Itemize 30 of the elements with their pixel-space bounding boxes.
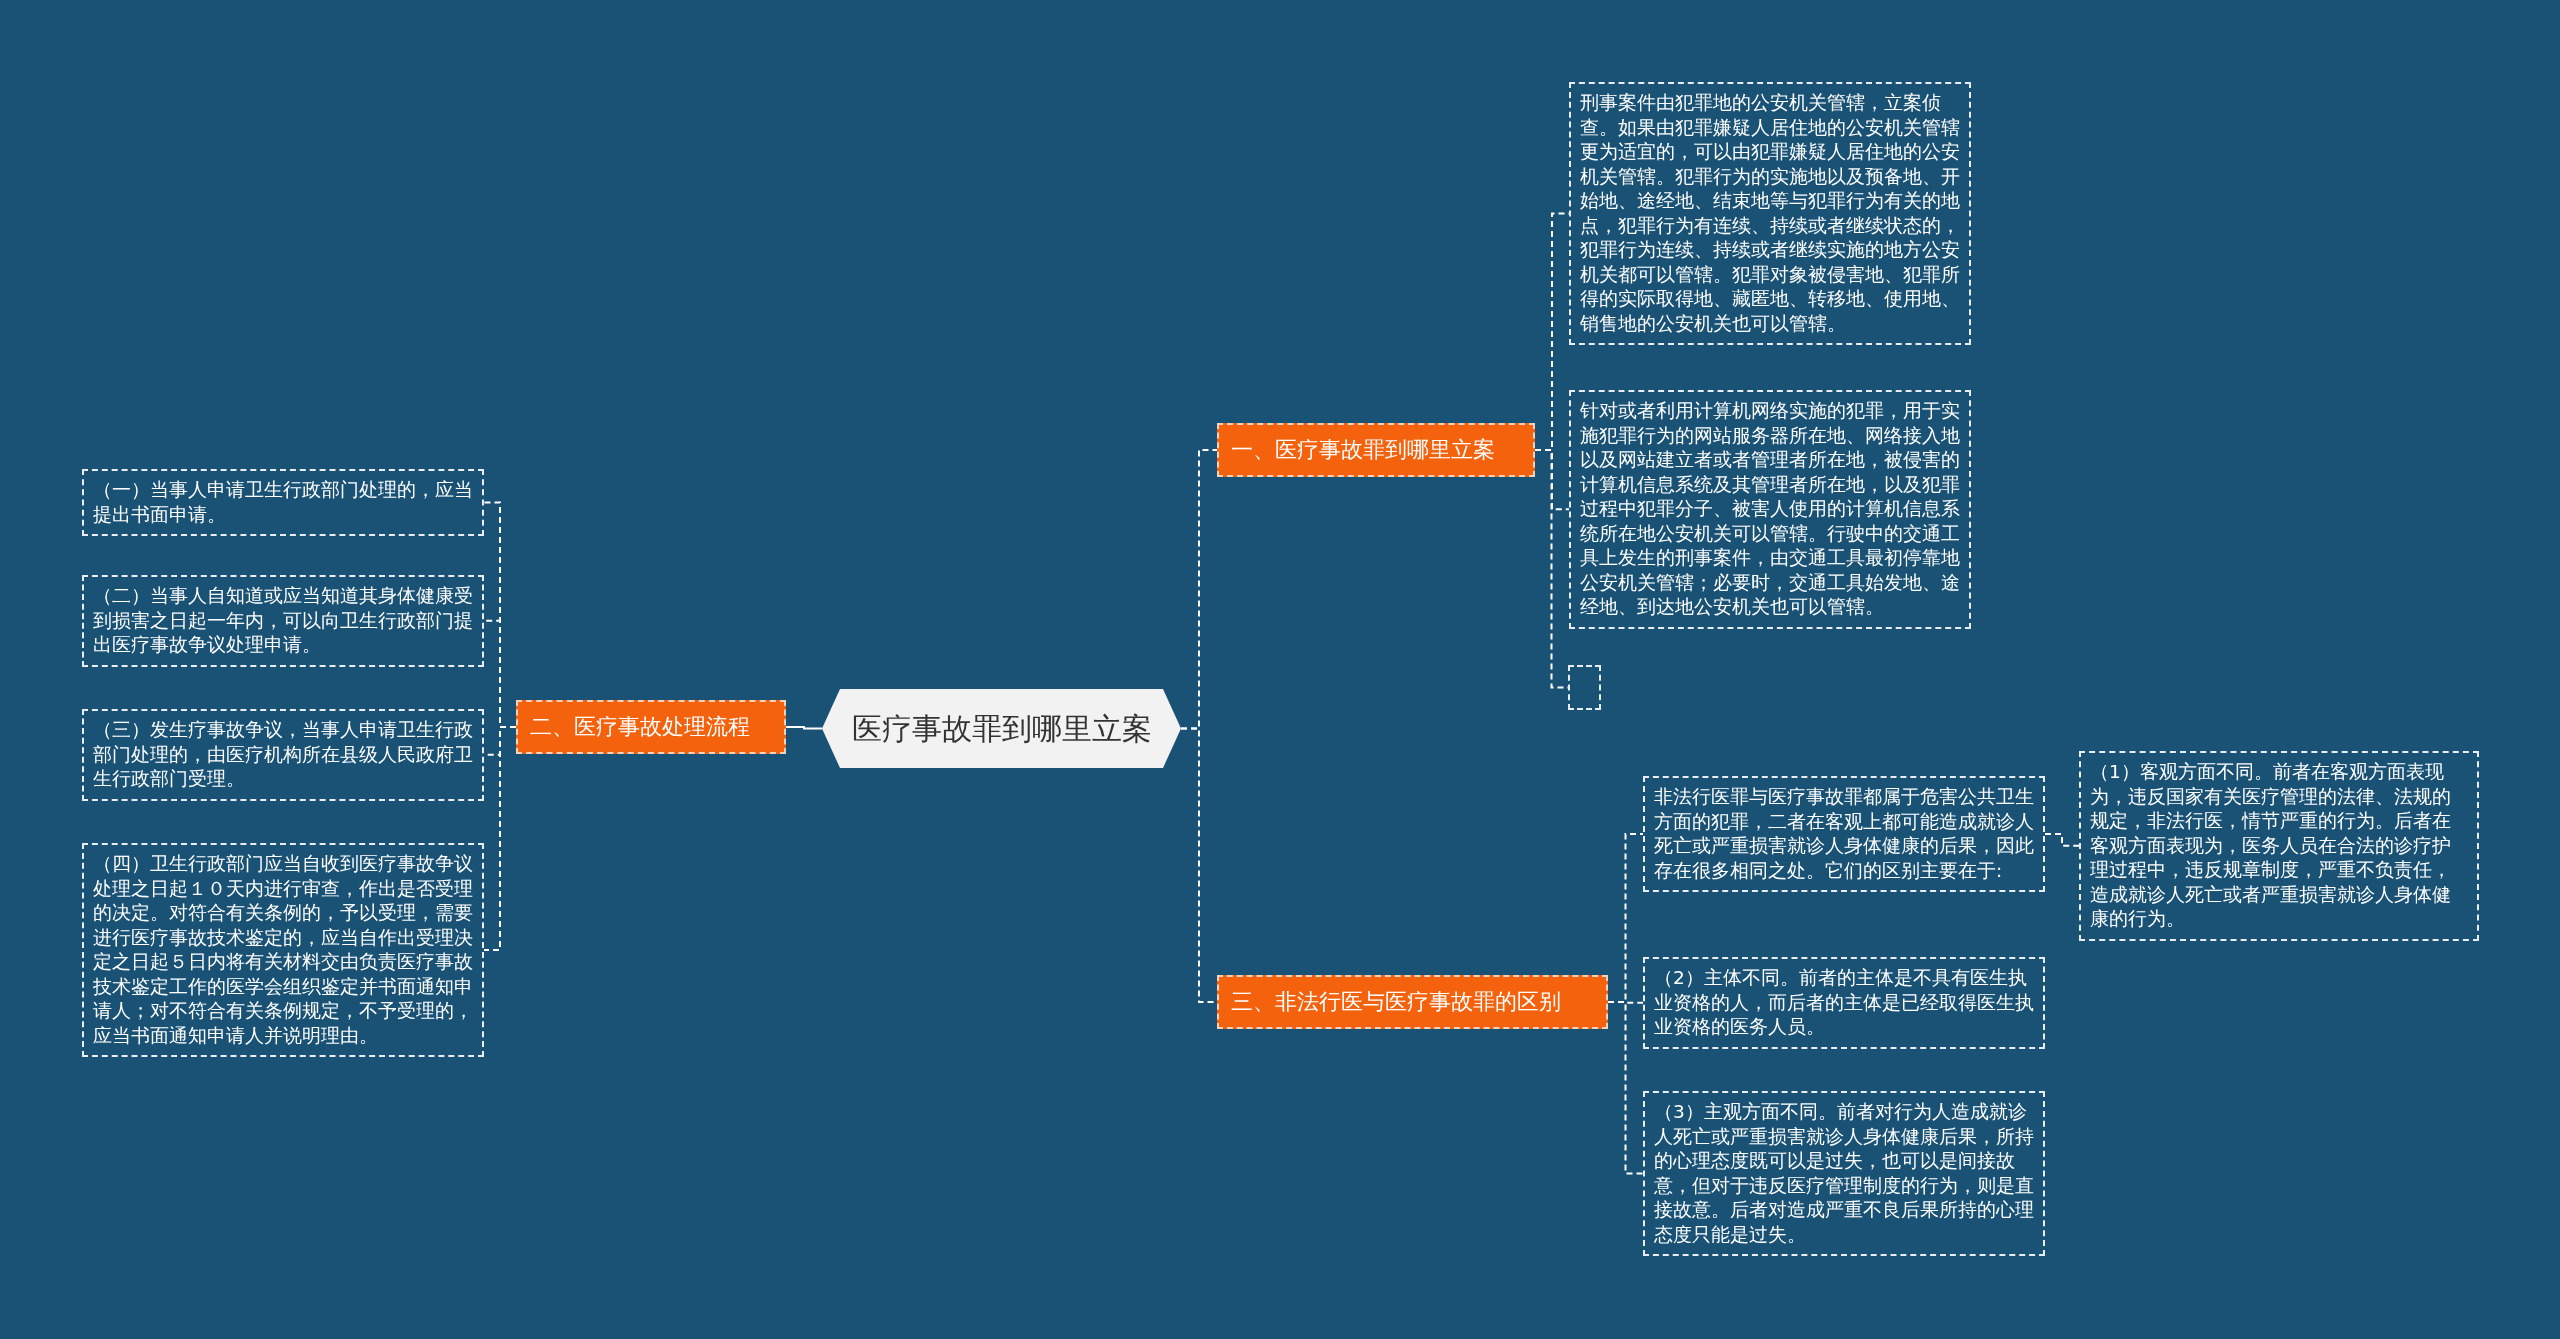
topic-text: 二、医疗事故处理流程 bbox=[530, 714, 750, 739]
note-box bbox=[82, 575, 484, 667]
topic-box bbox=[1217, 423, 1535, 477]
note-box bbox=[2079, 751, 2479, 941]
note-box bbox=[82, 469, 484, 536]
topic-box bbox=[1217, 975, 1608, 1029]
central-topic-box bbox=[822, 689, 1181, 768]
connector-line bbox=[2044, 833, 2080, 847]
note-box bbox=[1643, 957, 2045, 1049]
topic-text: 一、医疗事故罪到哪里立案 bbox=[1231, 437, 1495, 462]
note-text: （二）当事人自知道或应当知道其身体健康受到损害之日起一年内，可以向卫生行政部门提出医疗事故争议处理申请。 bbox=[93, 585, 473, 655]
note-text: （一）当事人申请卫生行政部门处理的，应当提出书面申请。 bbox=[93, 479, 473, 525]
connector-line bbox=[785, 726, 823, 730]
note-box bbox=[1643, 776, 2045, 892]
note-text: 非法行医罪与医疗事故罪都属于危害公共卫生方面的犯罪，二者在客观上都可能造成就诊人死亡或严重损害就诊人身体健康的后果，因此存在很多相同之处。它们的区别主要在于: bbox=[1654, 786, 2034, 881]
topic-box bbox=[516, 700, 786, 754]
topic-text: 三、非法行医与医疗事故罪的区别 bbox=[1231, 989, 1561, 1014]
note-text: 针对或者利用计算机网络实施的犯罪，用于实施犯罪行为的网站服务器所在地、网络接入地以及网站建立者或者管理者所在地，被侵害的计算机信息系统及其管理者所在地，以及犯罪过程中犯罪分子、被害人使用的计算机信息系统所在地公安机关可以管辖。行驶中的交通工具上发生的刑事案件，由交通工具最初停靠地公安机关管辖；必要时，交通工具始发地、途经地、到达地公安机关也可以管辖。 bbox=[1580, 400, 1960, 617]
note-text: （四）卫生行政部门应当自收到医疗事故争议处理之日起１０天内进行审查，作出是否受理的决定。对符合有关条例的，予以受理，需要进行医疗事故技术鉴定的，应当自作出受理决定之日起５日内将有关材料交由负责医疗事故技术鉴定工作的医学会组织鉴定并书面通知申请人；对不符合有关条例规定，不予受理的，应当书面通知申请人并说明理由。 bbox=[93, 853, 473, 1046]
note-box bbox=[1643, 1091, 2045, 1256]
note-text: （1）客观方面不同。前者在客观方面表现为，违反国家有关医疗管理的法律、法规的规定，非法行医，情节严重的行为。后者在客观方面表现为，医务人员在合法的诊疗护理过程中，违反规章制度，严重不负责任，造成就诊人死亡或者严重损害就诊人身体健康的行为。 bbox=[2090, 761, 2451, 929]
note-text: （3）主观方面不同。前者对行为人造成就诊人死亡或严重损害就诊人身体健康后果，所持的心理态度既可以是过失，也可以是间接故意，但对于违反医疗管理制度的行为，则是直接故意。后者对造成严重不良后果所持的心理态度只能是过失。 bbox=[1654, 1101, 2034, 1245]
connector-line bbox=[483, 726, 517, 951]
note-text: 刑事案件由犯罪地的公安机关管辖，立案侦查。如果由犯罪嫌疑人居住地的公安机关管辖更为适宜的，可以由犯罪嫌疑人居住地的公安机关管辖。犯罪行为的实施地以及预备地、开始地、途经地、结束地等与犯罪行为有关的地点，犯罪行为有连续、持续或者继续状态的，犯罪行为连续、持续或者继续实施的地方公安机关都可以管辖。犯罪对象被侵害地、犯罪所得的实际取得地、藏匿地、转移地、使用地、销售地的公安机关也可以管辖。 bbox=[1580, 92, 1960, 334]
topic-text: 医疗事故罪到哪里立案 bbox=[851, 711, 1152, 746]
empty-box bbox=[1568, 665, 1601, 710]
note-text: （三）发生疗事故争议，当事人申请卫生行政部门处理的，由医疗机构所在县级人民政府卫生行政部门受理。 bbox=[93, 719, 473, 789]
note-text: （2）主体不同。前者的主体是不具有医生执业资格的人，而后者的主体是已经取得医生执业资格的医务人员。 bbox=[1654, 967, 2034, 1037]
note-box bbox=[82, 709, 484, 801]
connector-line bbox=[1607, 1001, 1644, 1175]
